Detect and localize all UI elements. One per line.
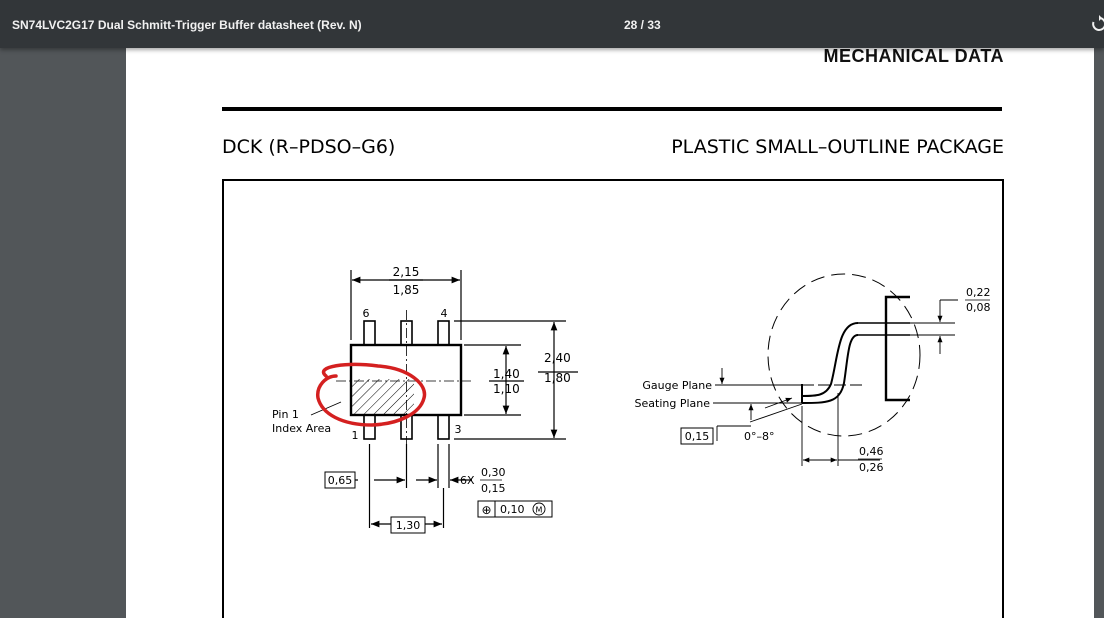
top-view: [310, 270, 578, 528]
rotate-icon[interactable]: [1089, 14, 1104, 34]
gauge-height-box: [680, 427, 714, 445]
foot-length-min: 0,26: [859, 461, 884, 474]
body-height-min: 1,10: [493, 382, 520, 396]
lead-thickness-max: 0,22: [966, 286, 991, 299]
position-tolerance-frame: [477, 500, 553, 518]
viewer-right-gutter: [1094, 48, 1104, 618]
gauge-height-value: 0,15: [685, 430, 710, 443]
width-max: 2,15: [393, 265, 420, 279]
lead-thickness-min: 0,08: [966, 301, 991, 314]
page-indicator[interactable]: 28 / 33: [624, 18, 661, 32]
lead-width-min: 0,15: [481, 482, 506, 495]
pin-1-label: 1: [352, 429, 359, 442]
pitch-value: 0,65: [328, 474, 353, 487]
lead-4: [437, 320, 450, 346]
foot-length-max: 0,46: [859, 445, 884, 458]
pin-4-label: 4: [441, 307, 448, 320]
side-view: [713, 273, 958, 466]
pitch-box: [324, 471, 356, 489]
lead-span-box: [390, 516, 426, 534]
viewer-left-gutter: [0, 48, 118, 618]
lead-1: [363, 414, 376, 440]
lead-span-value: 1,30: [396, 519, 421, 532]
body-height-max: 1,40: [493, 367, 520, 381]
pdf-page: MECHANICAL DATA DCK (R–PDSO–G6) PLASTIC …: [126, 48, 1094, 618]
gauge-plane-label: Gauge Plane: [642, 379, 712, 392]
package-description: PLASTIC SMALL–OUTLINE PACKAGE: [671, 136, 1004, 158]
lead-width-prefix: 6X: [460, 474, 475, 487]
position-tolerance: 0,10: [500, 503, 525, 516]
pin-6-label: 6: [363, 307, 370, 320]
highlight-annotation: [316, 362, 427, 427]
viewer-toolbar: SN74LVC2G17 Dual Schmitt-Trigger Buffer …: [0, 0, 1104, 48]
mechanical-drawing: 2,15 1,85 1,40 1,10 2,40 1,80 6 4 1 3 Pi…: [272, 265, 991, 534]
lead-width-max: 0,30: [481, 466, 506, 479]
pin1-label-line2: Index Area: [272, 422, 331, 435]
pin1-label-line1: Pin 1: [272, 408, 299, 421]
overall-height-min: 1,80: [544, 371, 571, 385]
lead-3: [437, 414, 450, 440]
seating-plane-label: Seating Plane: [635, 397, 711, 410]
header-rule: [222, 107, 1002, 111]
document-title: SN74LVC2G17 Dual Schmitt-Trigger Buffer …: [12, 18, 362, 32]
drawing-frame: [222, 179, 1004, 618]
position-modifier: M: [536, 506, 543, 515]
lead-angle: 0°–8°: [744, 430, 775, 443]
overall-height-max: 2,40: [544, 351, 571, 365]
pin-3-label: 3: [455, 423, 462, 436]
section-header: MECHANICAL DATA: [823, 48, 1004, 66]
lead-5: [400, 320, 413, 346]
width-min: 1,85: [393, 283, 420, 297]
position-symbol: ⊕: [481, 503, 491, 517]
package-code: DCK (R–PDSO–G6): [222, 136, 396, 158]
lead-6: [363, 320, 376, 346]
pin1-index-area: [352, 379, 414, 414]
